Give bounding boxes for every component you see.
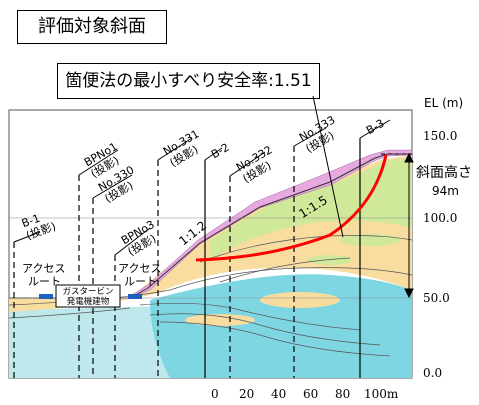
lens: [260, 292, 340, 308]
building-label: ガスタービン発電機建物: [62, 287, 114, 307]
result-leader: [312, 95, 344, 238]
no332-leader: [229, 151, 266, 177]
access-route-label: アクセスルート: [118, 262, 162, 288]
scale-label: 20: [239, 387, 255, 401]
elevation-tick: 100.0: [423, 211, 458, 225]
scale-label: 0: [211, 387, 219, 401]
b2-leader: [204, 147, 223, 161]
b3-leader: [359, 119, 391, 139]
lens: [340, 234, 400, 246]
elevation-tick: 150.0: [423, 129, 458, 143]
access-route-marker: [39, 294, 53, 299]
elevation-tick: 0.0: [423, 366, 443, 380]
slope-height-value: 94m: [432, 184, 459, 198]
access-route-label: アクセスルート: [22, 262, 66, 288]
elevation-tick: 50.0: [423, 291, 450, 305]
scale-label: 60: [303, 387, 319, 401]
weathered-layer: [210, 158, 412, 260]
scale-label: 100m: [364, 387, 399, 401]
slope-height-label: 斜面高さ: [416, 165, 472, 181]
lens: [308, 255, 352, 265]
access-route-marker: [128, 294, 142, 299]
lens: [388, 200, 412, 210]
bpno3-leader: [114, 227, 151, 256]
elevation-unit-label: EL (m): [424, 96, 464, 110]
scale-label: 40: [271, 387, 287, 401]
no331-leader: [157, 137, 193, 161]
surface-layer: [129, 149, 412, 299]
safety-factor-label: 箇便法の最小すべり安全率:1.51: [57, 63, 320, 99]
no330-leader: [92, 174, 133, 199]
b1-leader: [13, 231, 41, 243]
scale-label: 80: [335, 387, 351, 401]
lens: [185, 314, 255, 326]
page-title: 評価対象斜面: [17, 10, 167, 44]
bpno1-leader: [78, 149, 119, 176]
slope-height-dimension: [381, 152, 414, 299]
building-box: [55, 284, 121, 308]
critical-slip-line: [195, 154, 388, 262]
